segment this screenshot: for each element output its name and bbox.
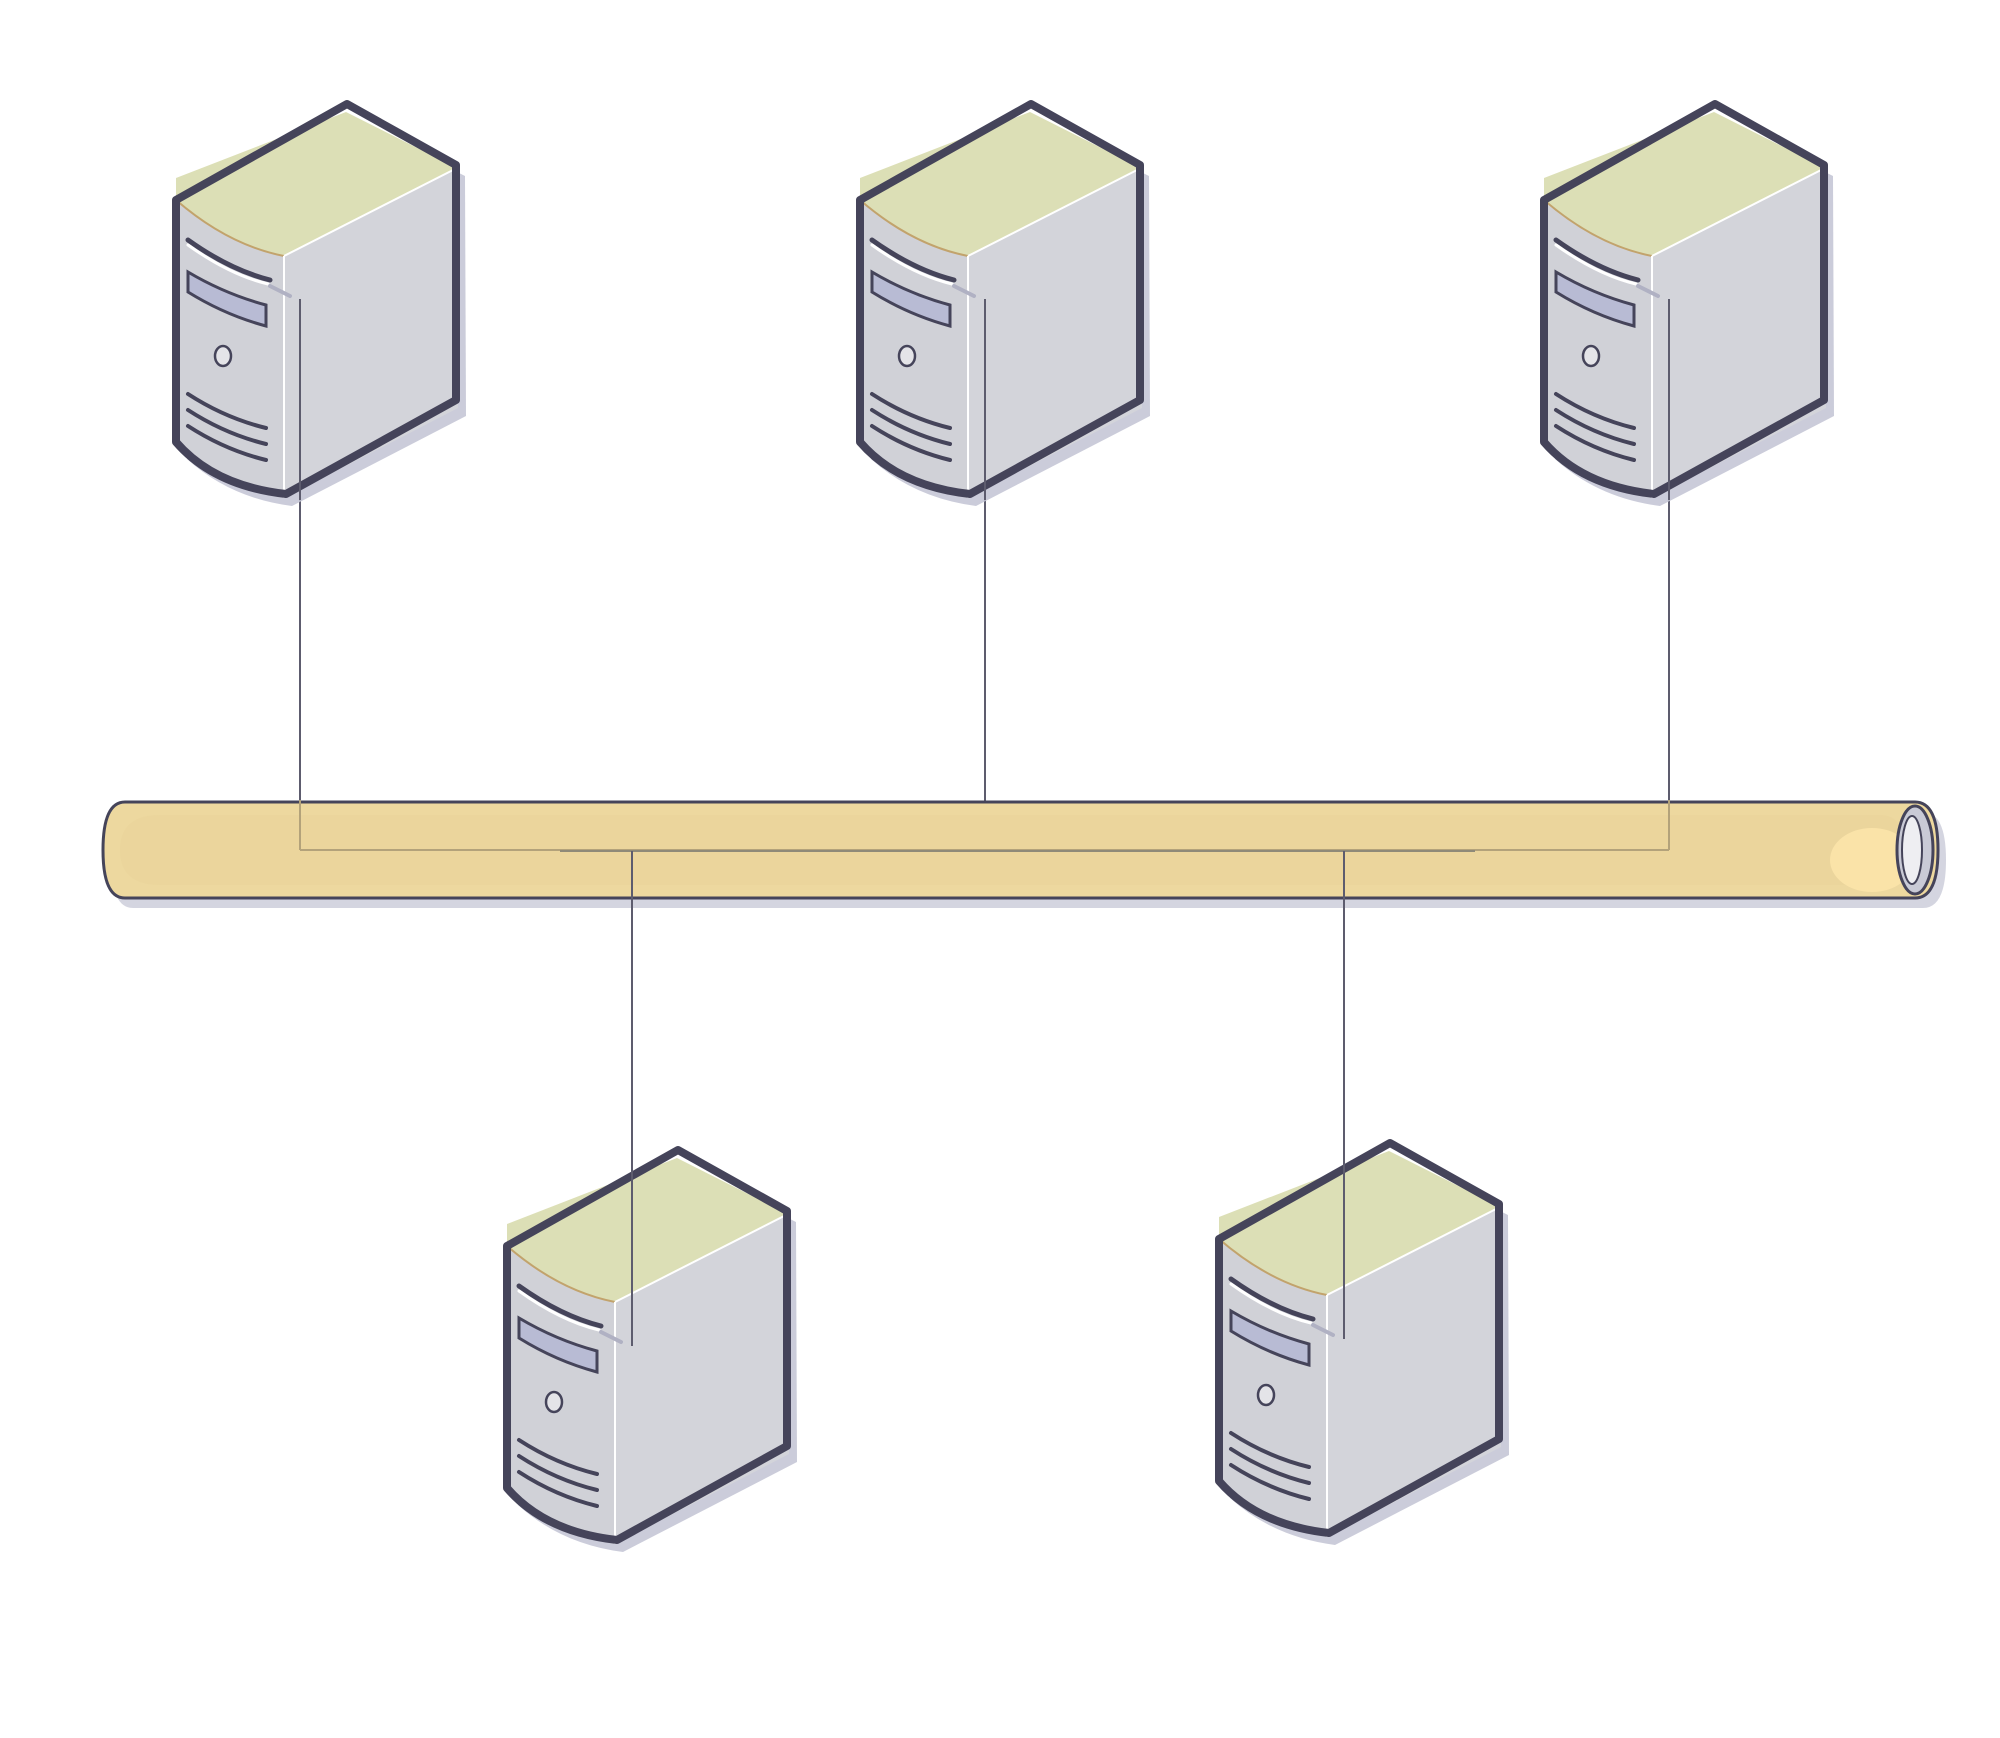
server-tower-icon bbox=[507, 1150, 797, 1552]
server-tower-icon bbox=[1544, 104, 1834, 506]
server-tower-icon bbox=[176, 104, 466, 506]
server-tower-icon bbox=[860, 104, 1150, 506]
server-top-right bbox=[1544, 104, 1834, 506]
server-tower-icon bbox=[1219, 1143, 1509, 1545]
server-bottom-right bbox=[1219, 1143, 1509, 1545]
network-bus bbox=[101, 800, 1946, 908]
server-top-center bbox=[860, 104, 1150, 506]
server-top-left bbox=[176, 104, 466, 506]
server-bottom-left bbox=[507, 1150, 797, 1552]
